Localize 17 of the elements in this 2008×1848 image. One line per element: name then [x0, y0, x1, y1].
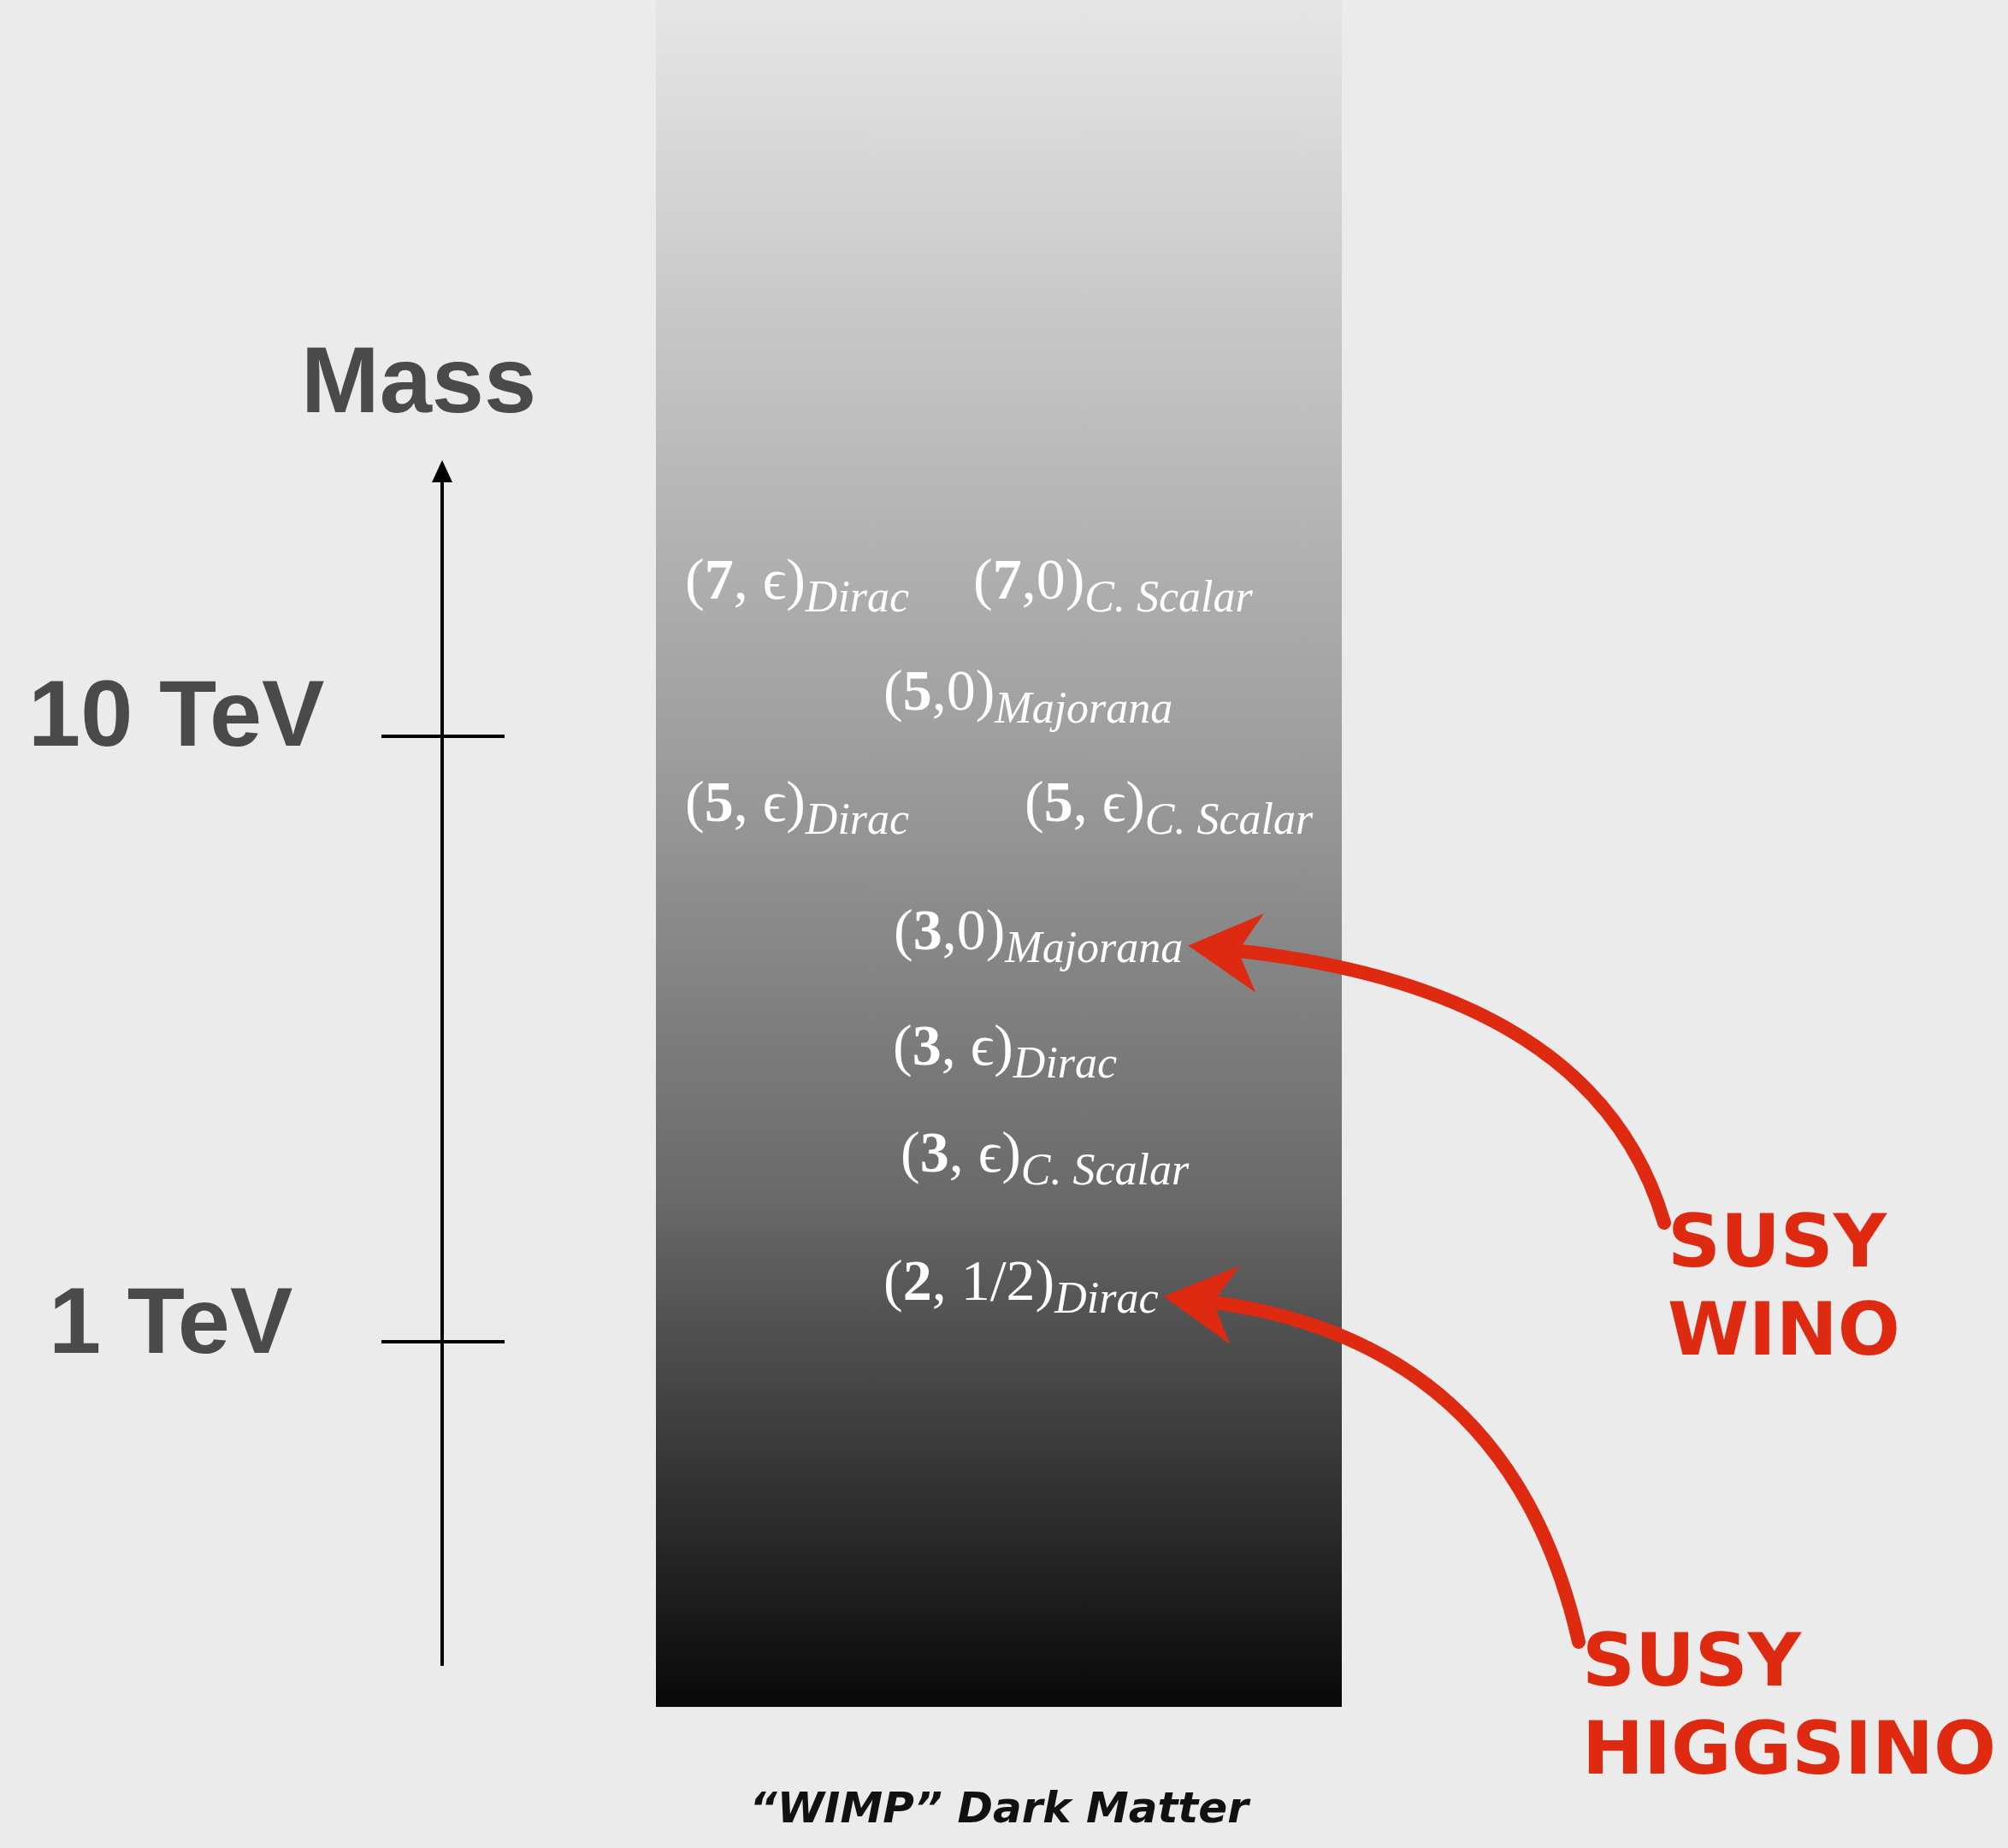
handwritten-note: SUSY HIGGSINO [1582, 1616, 2001, 1793]
tick-label: 1 TeV [49, 1266, 293, 1374]
multiplet-label: (7, ϵ)$_{Dirac}$ [685, 547, 910, 621]
multiplet-label: (5,0)$_{Majorana}$ [883, 658, 1173, 732]
multiplet-label: (5, ϵ)$_{C. Scalar}$ [1025, 770, 1314, 843]
arrow [1188, 913, 1671, 1230]
gradient-column [656, 0, 1342, 1707]
tick-label: 10 TeV [28, 659, 325, 767]
multiplet-label: (5, ϵ)$_{Dirac}$ [685, 770, 910, 843]
multiplet-label: (7,0)$_{C. Scalar}$ [973, 547, 1253, 621]
multiplet-label: (3, ϵ)$_{C. Scalar}$ [901, 1120, 1190, 1194]
multiplet-label: (2, 1/2)$_{Dirac}$ [883, 1249, 1159, 1322]
axis-title: Mass [301, 326, 537, 434]
arrow [1163, 1266, 1586, 1649]
handwritten-note: SUSY WINO [1668, 1197, 1950, 1374]
multiplet-label: (3,0)$_{Majorana}$ [894, 898, 1184, 971]
multiplet-label: (3, ϵ)$_{Dirac}$ [893, 1013, 1118, 1087]
